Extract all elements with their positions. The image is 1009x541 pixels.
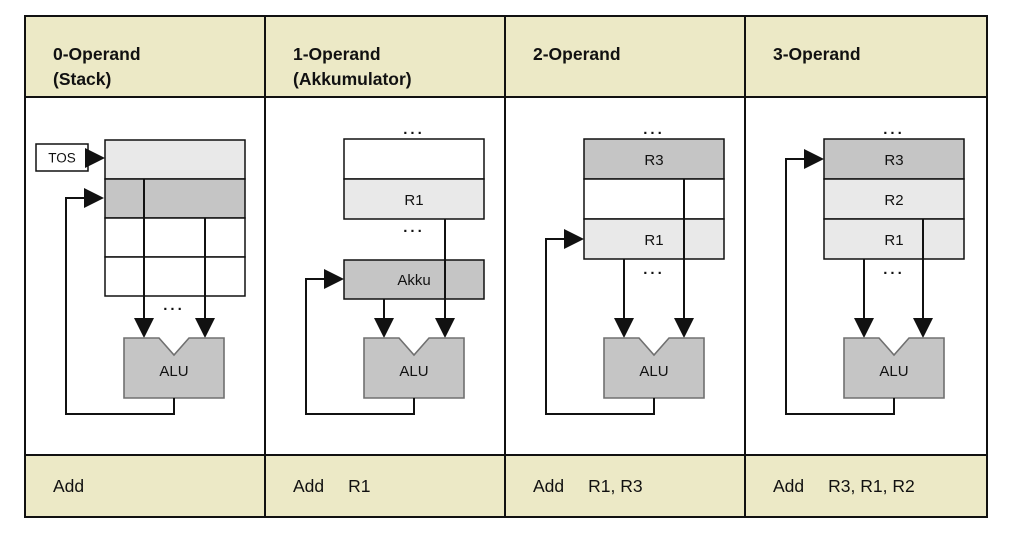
column-0-operand: 0-Operand (Stack) TOS ... xyxy=(26,17,266,516)
instruction-mnemonic: Add xyxy=(53,475,85,496)
alu-box xyxy=(363,337,465,399)
tos-box xyxy=(35,143,89,172)
header-line1: 0-Operand xyxy=(53,44,141,64)
instruction-example: Add R1, R3 xyxy=(506,454,744,516)
ellipsis-dots-bottom: ... xyxy=(643,261,665,278)
register-cell-r3 xyxy=(823,138,965,180)
instruction-example: Add xyxy=(26,454,264,516)
register-cell-r2 xyxy=(823,178,965,220)
alu-label: ALU xyxy=(159,363,188,380)
result-feedback-arrow xyxy=(545,229,655,415)
alu-box xyxy=(123,337,225,399)
column-2-operand: 2-Operand ... R3 R1 ... ALU xyxy=(506,17,746,516)
column-header: 2-Operand xyxy=(506,17,744,98)
register-label-r3: R3 xyxy=(644,152,663,169)
header-line1: 2-Operand xyxy=(533,44,621,64)
instruction-mnemonic: Add xyxy=(293,475,325,496)
column-header: 3-Operand xyxy=(746,17,986,98)
column-header: 0-Operand (Stack) xyxy=(26,17,264,98)
stack-cell-second xyxy=(104,178,246,219)
result-feedback-arrow xyxy=(305,269,415,415)
register-label-r2: R2 xyxy=(884,192,903,209)
header-line2: (Stack) xyxy=(53,69,112,89)
alu-box xyxy=(843,337,945,399)
instruction-example: Add R1 xyxy=(266,454,504,516)
alu-label: ALU xyxy=(399,363,428,380)
register-cell-r1 xyxy=(823,218,965,260)
alu-box xyxy=(603,337,705,399)
akku-label: Akku xyxy=(397,272,430,289)
ellipsis-dots-bottom: ... xyxy=(883,261,905,278)
ellipsis-dots-top: ... xyxy=(883,121,905,138)
diagram-three-operand-machine: ... R3 R2 R1 ... ALU xyxy=(746,98,986,454)
stack-cell-top xyxy=(104,139,246,180)
stack-cell-fourth xyxy=(104,256,246,297)
column-3-operand: 3-Operand ... R3 R2 R1 ... xyxy=(746,17,986,516)
instruction-operands: R3, R1, R2 xyxy=(828,475,915,496)
instruction-operands: R1 xyxy=(348,475,371,496)
ellipsis-dots-top: ... xyxy=(643,121,665,138)
register-cell-r3 xyxy=(583,138,725,180)
diagram-two-operand-machine: ... R3 R1 ... ALU xyxy=(506,98,744,454)
akku-box xyxy=(343,259,485,300)
ellipsis-dots-top: ... xyxy=(403,121,425,138)
instruction-operands: R1, R3 xyxy=(588,475,643,496)
register-label-r1: R1 xyxy=(404,192,423,209)
alu-label: ALU xyxy=(879,363,908,380)
stack-cell-third xyxy=(104,217,246,258)
instruction-mnemonic: Add xyxy=(773,475,805,496)
architecture-comparison-table: 0-Operand (Stack) TOS ... xyxy=(24,15,988,518)
register-cell-r1 xyxy=(343,178,485,220)
header-line2: (Akkumulator) xyxy=(293,69,412,89)
register-cell-blank xyxy=(583,178,725,220)
result-feedback-arrow xyxy=(65,188,175,415)
register-cell-r1 xyxy=(583,218,725,260)
tos-label: TOS xyxy=(48,151,76,166)
column-1-operand: 1-Operand (Akkumulator) ... R1 ... Akku xyxy=(266,17,506,516)
ellipsis-dots: ... xyxy=(163,297,185,314)
instruction-mnemonic: Add xyxy=(533,475,565,496)
register-label-r1: R1 xyxy=(644,232,663,249)
result-feedback-arrow xyxy=(785,149,895,415)
diagram-accumulator-machine: ... R1 ... Akku ALU xyxy=(266,98,504,454)
header-line1: 1-Operand xyxy=(293,44,381,64)
instruction-example: Add R3, R1, R2 xyxy=(746,454,986,516)
header-line1: 3-Operand xyxy=(773,44,861,64)
alu-label: ALU xyxy=(639,363,668,380)
register-cell-blank xyxy=(343,138,485,180)
register-label-r1: R1 xyxy=(884,232,903,249)
register-label-r3: R3 xyxy=(884,152,903,169)
column-header: 1-Operand (Akkumulator) xyxy=(266,17,504,98)
diagram-stack-machine: TOS ... ALU xyxy=(26,98,264,454)
ellipsis-dots-bottom: ... xyxy=(403,219,425,236)
